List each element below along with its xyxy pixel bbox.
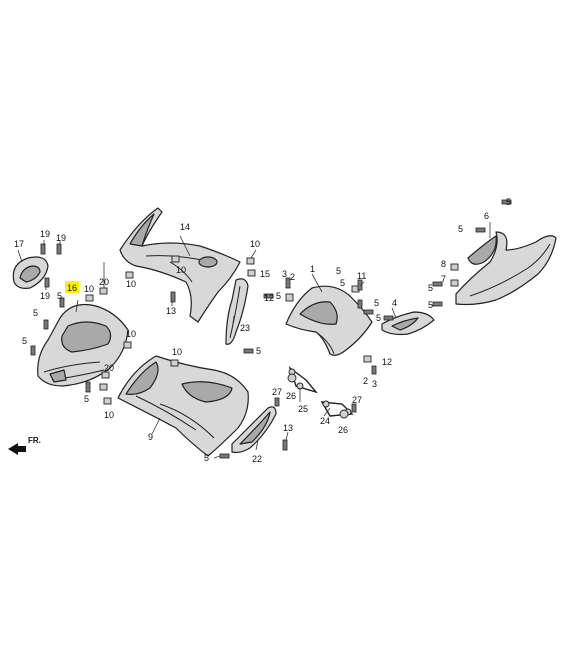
callout-27: 27 xyxy=(272,387,282,397)
callout-13: 13 xyxy=(283,423,293,433)
callout-19: 19 xyxy=(40,291,50,301)
front-direction-indicator: FR. xyxy=(8,436,41,455)
callout-5: 5 xyxy=(256,346,261,356)
callout-10: 10 xyxy=(126,329,136,339)
part-16-front-cowl[interactable] xyxy=(37,303,129,387)
callout-5: 5 xyxy=(204,453,209,463)
callout-5: 5 xyxy=(506,197,511,207)
front-arrow-icon xyxy=(8,443,26,455)
callout-10: 10 xyxy=(126,279,136,289)
callout-5: 5 xyxy=(428,300,433,310)
callout-5: 5 xyxy=(428,283,433,293)
callout-26: 26 xyxy=(286,391,296,401)
callout-9: 9 xyxy=(148,432,153,442)
callout-12: 12 xyxy=(264,293,274,303)
part-23-side-strip[interactable] xyxy=(225,278,249,345)
callout-4: 4 xyxy=(392,298,397,308)
callout-10: 10 xyxy=(84,284,94,294)
callout-5: 5 xyxy=(276,291,281,301)
part-6-rear-side-cover[interactable] xyxy=(455,231,557,306)
callout-8: 8 xyxy=(441,259,446,269)
callout-20: 20 xyxy=(99,277,109,287)
front-label: FR. xyxy=(28,436,41,445)
callout-12: 12 xyxy=(382,357,392,367)
callout-5: 5 xyxy=(336,266,341,276)
callout-7: 7 xyxy=(441,274,446,284)
callout-20: 20 xyxy=(104,363,114,373)
callout-5: 5 xyxy=(340,278,345,288)
callout-5: 5 xyxy=(458,224,463,234)
callout-11: 11 xyxy=(357,271,366,281)
callout-26: 26 xyxy=(338,425,348,435)
callout-2: 2 xyxy=(363,376,368,386)
fasteners xyxy=(30,199,512,459)
callout-19: 19 xyxy=(56,233,66,243)
callout-5: 5 xyxy=(22,336,27,346)
callout-5: 5 xyxy=(376,313,381,323)
callout-17: 17 xyxy=(14,239,24,249)
callout-22: 22 xyxy=(252,454,262,464)
callout-10: 10 xyxy=(104,410,114,420)
highlight-box-16 xyxy=(65,281,79,293)
part-14-front-shield[interactable] xyxy=(119,207,241,323)
callout-15: 15 xyxy=(260,269,270,279)
callout-27: 27 xyxy=(352,395,362,405)
part-9-lower-front-cover[interactable] xyxy=(117,355,249,457)
part-22-lower-trim[interactable] xyxy=(231,406,277,454)
callout-6: 6 xyxy=(484,211,489,221)
callout-10: 10 xyxy=(172,347,182,357)
callout-10: 10 xyxy=(176,265,186,275)
part-17-emblem[interactable] xyxy=(12,256,49,289)
callout-5: 5 xyxy=(84,394,89,404)
callout-5: 5 xyxy=(57,291,62,301)
callout-19: 19 xyxy=(40,229,50,239)
callout-10: 10 xyxy=(250,239,260,249)
callout-25: 25 xyxy=(298,404,308,414)
callout-2: 2 xyxy=(290,272,295,282)
callout-13: 13 xyxy=(166,306,176,316)
callout-5: 5 xyxy=(374,298,379,308)
callout-3: 3 xyxy=(282,269,287,279)
callout-labels: 17 19 19 19 5 16 10 20 5 5 10 20 5 10 14… xyxy=(14,197,511,464)
callout-5: 5 xyxy=(33,308,38,318)
part-1-inner-panel[interactable] xyxy=(285,285,373,356)
part-4-bracket[interactable] xyxy=(381,311,435,336)
callout-14: 14 xyxy=(180,222,190,232)
callout-24: 24 xyxy=(320,416,330,426)
callout-3: 3 xyxy=(372,379,377,389)
callout-16: 16 xyxy=(67,283,77,293)
callout-23: 23 xyxy=(240,323,250,333)
callout-1: 1 xyxy=(310,264,315,274)
leader-lines xyxy=(17,222,491,459)
